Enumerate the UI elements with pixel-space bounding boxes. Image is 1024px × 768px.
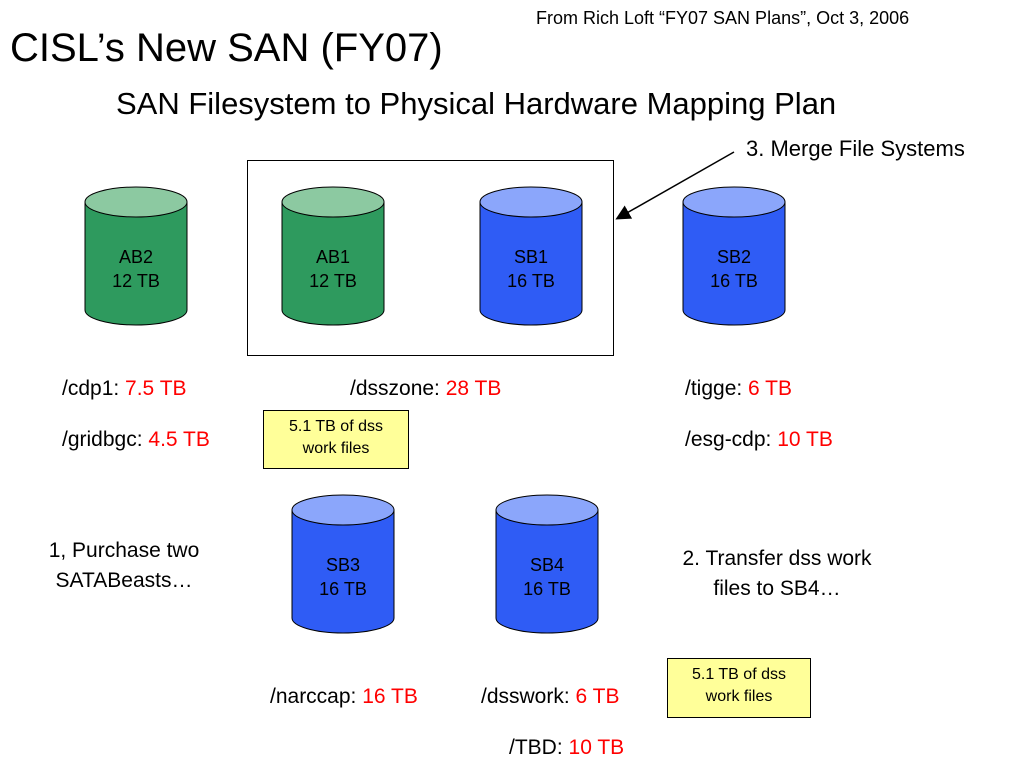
disk-size: 16 TB	[710, 271, 758, 291]
step-line: 2. Transfer dss work	[682, 547, 872, 570]
cylinder-body	[682, 201, 786, 326]
step-transfer: 2. Transfer dss work files to SB4…	[656, 544, 898, 604]
fs-tigge: /tigge: 6 TB	[685, 377, 792, 401]
step-line: files to SB4…	[713, 577, 841, 600]
cylinder-body	[479, 201, 583, 326]
page-subtitle: SAN Filesystem to Physical Hardware Mapp…	[116, 86, 837, 121]
cylinder-top	[495, 494, 599, 526]
cylinder-top	[291, 494, 395, 526]
fs-label: /cdp1:	[62, 377, 126, 400]
fs-label: /narccap:	[270, 685, 363, 708]
note-line: work files	[302, 440, 370, 457]
note-dss-work-files-upper: 5.1 TB of dss work files	[263, 410, 409, 469]
cylinder-body	[495, 509, 599, 634]
fs-label: /gridbgc:	[62, 428, 149, 451]
fs-label: /esg-cdp:	[685, 428, 778, 451]
fs-value: 7.5 TB	[125, 377, 187, 400]
disk-name: AB1	[315, 247, 351, 267]
disk-cylinder-shape	[84, 186, 188, 326]
fs-value: 4.5 TB	[148, 428, 210, 451]
disk-size: 12 TB	[309, 271, 357, 291]
cylinder-body	[84, 201, 188, 326]
fs-esg-cdp: /esg-cdp: 10 TB	[685, 428, 833, 452]
disk-size: 16 TB	[523, 579, 571, 599]
fs-cdp1: /cdp1: 7.5 TB	[62, 377, 187, 401]
disk-name: SB1	[513, 247, 549, 267]
cylinder-top	[682, 186, 786, 218]
disk-name: SB3	[325, 555, 361, 575]
fs-value: 10 TB	[568, 736, 625, 759]
disk-ab2: AB2 12 TB	[84, 186, 188, 326]
disk-cylinder-shape	[291, 494, 395, 634]
note-line: 5.1 TB of dss	[289, 418, 383, 435]
disk-cylinder-shape	[495, 494, 599, 634]
fs-value: 16 TB	[362, 685, 418, 708]
disk-sb1: SB1 16 TB	[479, 186, 583, 326]
disk-cylinder-shape	[281, 186, 385, 326]
fs-value: 6 TB	[575, 685, 620, 708]
merge-callout-label: 3. Merge File Systems	[746, 136, 965, 161]
disk-sb2: SB2 16 TB	[682, 186, 786, 326]
source-citation: From Rich Loft “FY07 SAN Plans”, Oct 3, …	[536, 8, 910, 28]
disk-sb3: SB3 16 TB	[291, 494, 395, 634]
fs-label: /tigge:	[685, 377, 749, 400]
disk-size: 16 TB	[319, 579, 367, 599]
fs-dsszone: /dsszone: 28 TB	[350, 377, 501, 401]
cylinder-top	[479, 186, 583, 218]
fs-value: 28 TB	[445, 377, 502, 400]
fs-label: /dsszone:	[350, 377, 446, 400]
note-dss-work-files-lower: 5.1 TB of dss work files	[667, 658, 811, 718]
disk-ab1: AB1 12 TB	[281, 186, 385, 326]
page-title: CISL’s New SAN (FY07)	[10, 26, 443, 70]
disk-name: AB2	[118, 247, 154, 267]
step-purchase: 1, Purchase two SATABeasts…	[26, 536, 222, 596]
step-line: SATABeasts…	[55, 569, 193, 592]
fs-label: /TBD:	[509, 736, 569, 759]
fs-value: 6 TB	[748, 377, 793, 400]
disk-size: 16 TB	[507, 271, 555, 291]
disk-sb4: SB4 16 TB	[495, 494, 599, 634]
cylinder-body	[281, 201, 385, 326]
step-line: 1, Purchase two	[48, 539, 200, 562]
cylinder-top	[281, 186, 385, 218]
disk-name: SB2	[716, 247, 752, 267]
cylinder-body	[291, 509, 395, 634]
note-line: work files	[705, 688, 773, 705]
fs-tbd: /TBD: 10 TB	[509, 736, 624, 760]
disk-cylinder-shape	[682, 186, 786, 326]
disk-size: 12 TB	[112, 271, 160, 291]
disk-name: SB4	[529, 555, 565, 575]
fs-value: 10 TB	[777, 428, 833, 451]
fs-narccap: /narccap: 16 TB	[270, 685, 418, 709]
disk-cylinder-shape	[479, 186, 583, 326]
note-line: 5.1 TB of dss	[692, 666, 786, 683]
merge-group-box	[247, 160, 614, 356]
fs-dsswork: /dsswork: 6 TB	[481, 685, 620, 709]
fs-label: /dsswork:	[481, 685, 576, 708]
fs-gridbgc: /gridbgc: 4.5 TB	[62, 428, 210, 452]
cylinder-top	[84, 186, 188, 218]
